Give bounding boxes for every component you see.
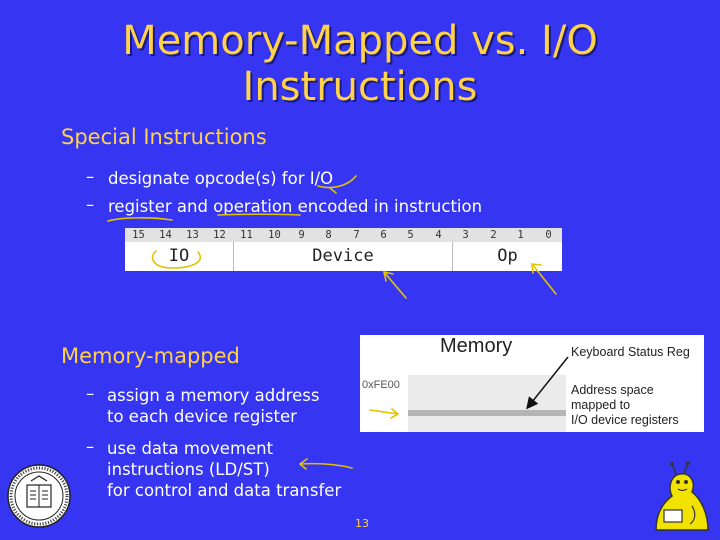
bullet-data-movement: use data movement instructions (LD/ST) f… [107, 438, 341, 501]
memory-diagram-title: Memory [440, 335, 513, 357]
bullet-opcode: designate opcode(s) for I/O [108, 169, 334, 188]
bit-number: 2 [490, 229, 497, 241]
bullet-dash: – [86, 437, 95, 456]
description-line: mapped to [571, 398, 631, 412]
bit-number: 10 [268, 229, 281, 241]
memory-address-label: 0xFE00 [362, 379, 400, 391]
bullet-dash: – [86, 167, 95, 186]
register-underline-mark [107, 217, 173, 222]
bullet-dash: – [86, 384, 95, 403]
university-seal-icon [7, 464, 71, 528]
bit-number: 0 [545, 229, 552, 241]
title-line-1: Memory-Mapped vs. I/O [122, 18, 598, 64]
bit-number: 12 [213, 229, 226, 241]
bit-number: 7 [353, 229, 360, 241]
bit-number: 9 [298, 229, 305, 241]
bit-number: 11 [240, 229, 253, 241]
bit-number: 5 [407, 229, 414, 241]
field-op: Op [497, 246, 518, 266]
title-line-2: Instructions [242, 64, 478, 110]
bullet-dash: – [86, 195, 95, 214]
bit-number: 8 [325, 229, 332, 241]
keyboard-status-reg-label: Keyboard Status Reg [571, 345, 690, 359]
bit-number: 13 [186, 229, 199, 241]
page-number: 13 [355, 517, 369, 530]
description-line: Address space [571, 383, 654, 397]
field-device: Device [234, 242, 453, 271]
bit-number: 6 [380, 229, 387, 241]
bullet-register-operation: register and operation encoded in instru… [108, 197, 483, 216]
slug-mascot-icon [655, 462, 709, 531]
slide-title: Memory-Mapped vs. I/O Instructions [0, 18, 720, 110]
bit-number: 4 [435, 229, 442, 241]
bit-number: 15 [132, 229, 145, 241]
bullet-line: to each device register [107, 407, 297, 426]
bullet-assign-address: assign a memory address to each device r… [107, 385, 319, 427]
bit-number: 3 [462, 229, 469, 241]
bullet-line: instructions (LD/ST) [107, 460, 270, 479]
special-instructions-heading: Special Instructions [61, 125, 267, 149]
bit-number: 14 [159, 229, 172, 241]
memory-block [408, 375, 566, 432]
instruction-format-diagram: 15 14 13 12 11 10 9 8 7 6 5 4 3 2 1 0 IO… [125, 228, 562, 271]
bit-number: 1 [517, 229, 524, 241]
address-space-description: Address space mapped to I/O device regis… [571, 383, 679, 428]
bullet-line: use data movement [107, 439, 274, 458]
bullet-line: for control and data transfer [107, 481, 342, 500]
bullet-line: assign a memory address [107, 386, 320, 405]
memory-map-diagram: Memory 0xFE00 Keyboard Status Reg Addres… [360, 335, 704, 432]
device-register-region [408, 410, 566, 416]
field-io: IO [125, 242, 234, 271]
memory-mapped-heading: Memory-mapped [61, 344, 240, 368]
register-pointer-arrow [526, 356, 569, 410]
device-arrow-mark [383, 271, 407, 299]
bit-number-row: 15 14 13 12 11 10 9 8 7 6 5 4 3 2 1 0 [125, 228, 562, 242]
description-line: I/O device registers [571, 413, 679, 427]
instruction-field-row: IO Device Op [125, 242, 562, 271]
